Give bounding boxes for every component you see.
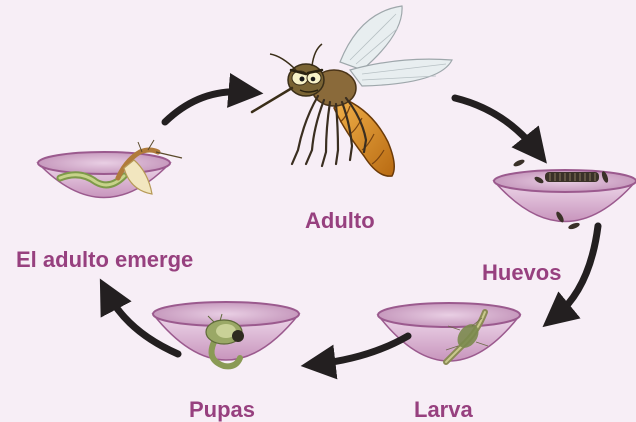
arrow-larva-to-pupae bbox=[318, 336, 408, 364]
arrow-eggs-to-larva bbox=[556, 226, 598, 316]
label-huevos: Huevos bbox=[482, 262, 561, 284]
arrow-adult-to-eggs bbox=[455, 98, 536, 150]
bowl-pupae bbox=[153, 302, 299, 366]
bowl-emerging bbox=[38, 140, 182, 198]
label-larva: Larva bbox=[414, 399, 473, 421]
label-pupas: Pupas bbox=[189, 399, 255, 421]
adult-mosquito-illustration bbox=[252, 6, 452, 176]
label-el-adulto-emerge: El adulto emerge bbox=[16, 249, 193, 271]
label-adulto: Adulto bbox=[305, 210, 375, 232]
arrow-emerging-to-adult bbox=[165, 92, 246, 122]
bowl-eggs bbox=[494, 158, 636, 230]
bowl-larva bbox=[378, 303, 520, 362]
